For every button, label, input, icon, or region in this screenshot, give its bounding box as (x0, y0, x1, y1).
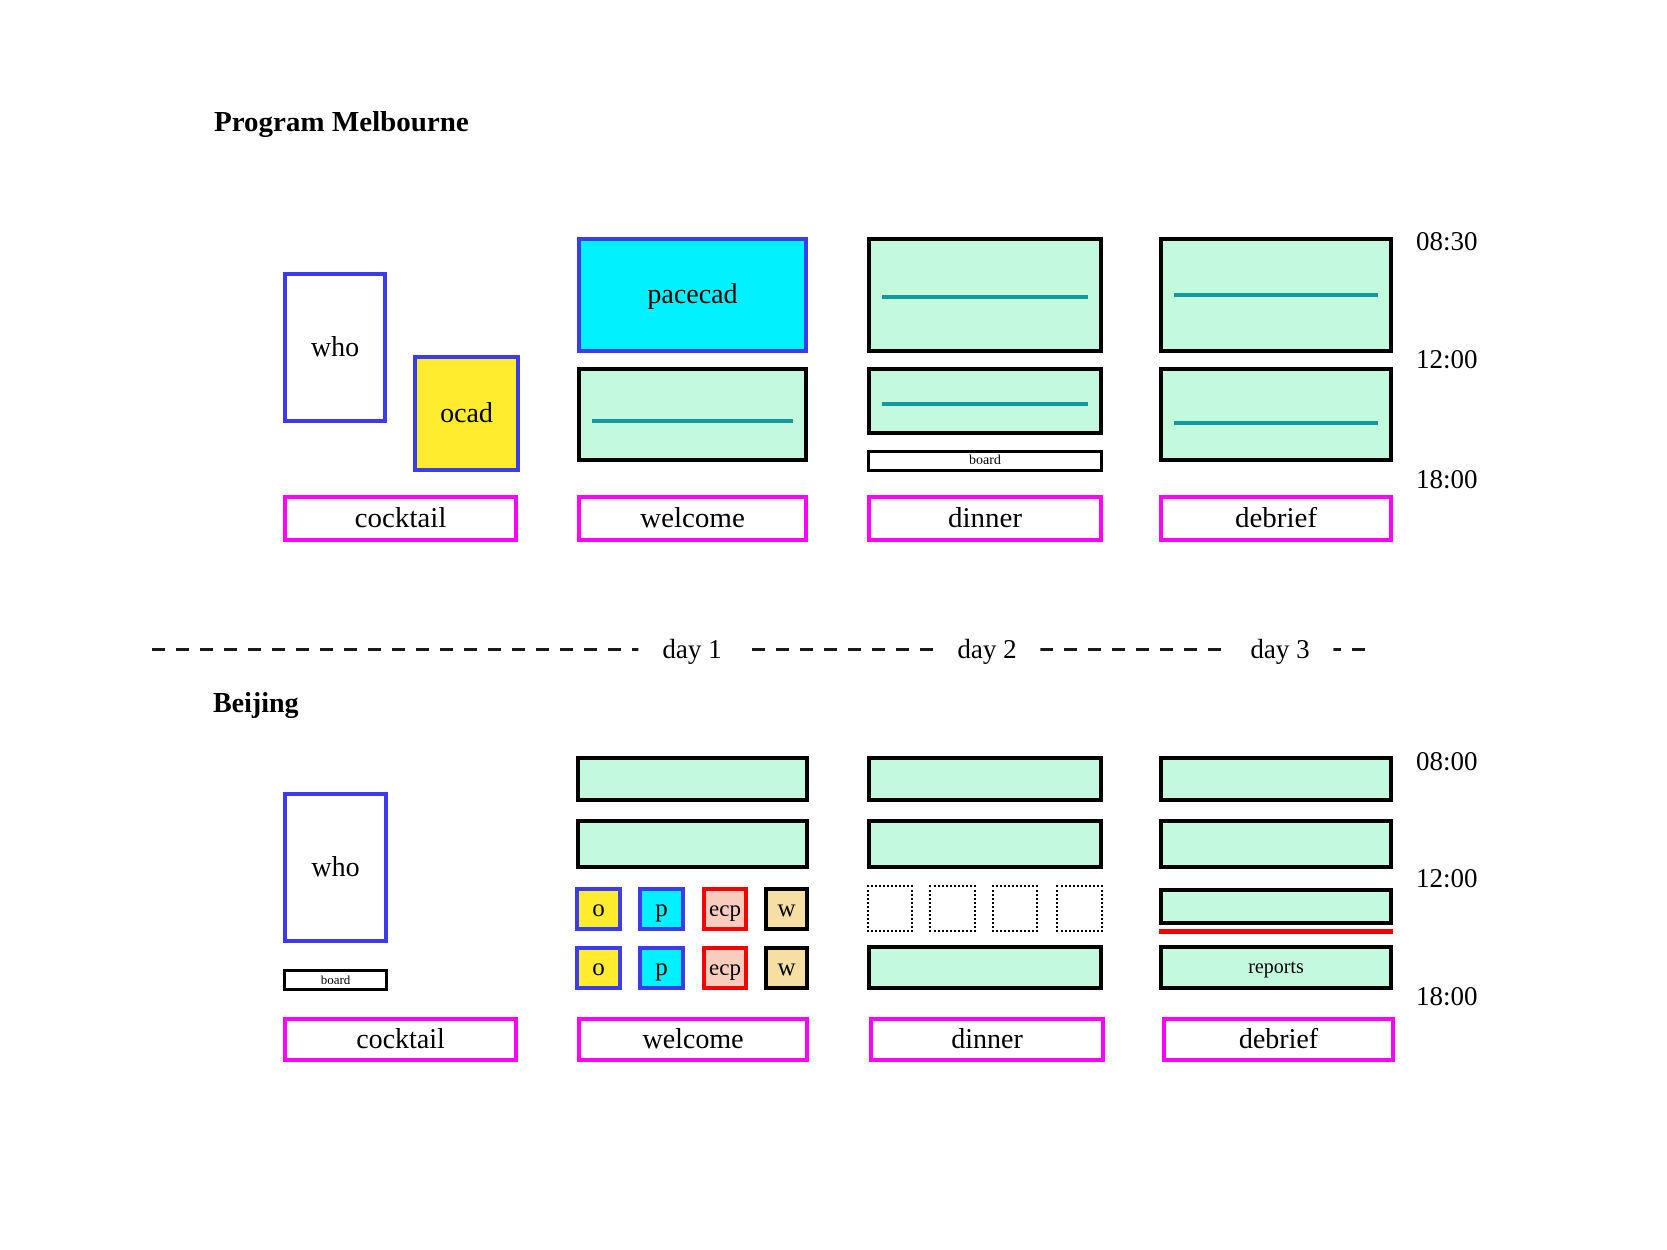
board-box-beijing: board (283, 969, 388, 991)
event-label-dinner-beijing: dinner (869, 1017, 1105, 1062)
who-box-label: who (310, 331, 360, 363)
ocad-box-label: ocad (440, 397, 493, 429)
day-label-3: day 3 (1226, 634, 1334, 665)
time-label-1800-melbourne: 18:00 (1416, 464, 1478, 494)
event-label-text: dinner (951, 1023, 1023, 1055)
board-box-label: board (969, 453, 1001, 468)
workshop-box-ecp-2: ecp (702, 946, 748, 990)
workshop-label-p: p (655, 954, 668, 981)
pacecad-box-label: pacecad (647, 279, 738, 310)
day-label-2: day 2 (933, 634, 1041, 665)
session-box-dinner-pm (867, 367, 1103, 435)
session-box-bj-debrief-2 (1159, 819, 1393, 869)
workshop-box-o-1: o (575, 887, 622, 931)
workshop-label-p: p (655, 895, 668, 922)
workshop-box-o-2: o (575, 946, 622, 990)
session-box-bj-dinner-3 (867, 945, 1103, 990)
workshop-label-ecp: ecp (709, 955, 741, 980)
workshop-box-p-2: p (638, 946, 685, 990)
time-label-1800-beijing: 18:00 (1416, 981, 1478, 1011)
event-label-welcome-melbourne: welcome (577, 495, 808, 542)
event-label-text: welcome (642, 1023, 744, 1055)
session-box-bj-dinner-2 (867, 819, 1103, 869)
session-box-dinner-am (867, 237, 1103, 353)
board-box-melbourne: board (867, 450, 1103, 472)
event-label-text: cocktail (354, 502, 447, 534)
session-box-bj-welcome-2 (576, 819, 809, 869)
session-line (592, 419, 793, 423)
workshop-label-w: w (777, 895, 796, 922)
placeholder-slot-3 (992, 885, 1038, 932)
session-box-bj-debrief-1 (1159, 756, 1393, 802)
time-label-0830: 08:30 (1416, 226, 1478, 256)
session-box-welcome-pm (577, 367, 808, 462)
workshop-label-o: o (592, 954, 605, 981)
event-label-cocktail-melbourne: cocktail (283, 495, 518, 542)
time-label-1200-beijing: 12:00 (1416, 863, 1478, 893)
workshop-label-o: o (592, 895, 605, 922)
session-line (882, 295, 1088, 299)
event-label-text: debrief (1234, 502, 1318, 534)
day-label-1: day 1 (638, 634, 746, 665)
placeholder-slot-4 (1056, 885, 1103, 932)
event-label-debrief-beijing: debrief (1162, 1017, 1395, 1062)
event-label-debrief-melbourne: debrief (1159, 495, 1393, 542)
event-label-cocktail-beijing: cocktail (283, 1017, 518, 1062)
session-box-bj-debrief-3 (1159, 888, 1393, 925)
ocad-box: ocad (413, 355, 520, 472)
event-label-welcome-beijing: welcome (577, 1017, 809, 1062)
time-label-1200-melbourne: 12:00 (1416, 344, 1478, 374)
who-box: who (283, 272, 387, 423)
session-box-bj-dinner-1 (867, 756, 1103, 802)
who-box-label: who (311, 851, 360, 883)
red-underline (1159, 929, 1393, 934)
reports-box-label: reports (1248, 956, 1304, 978)
session-line (882, 402, 1088, 406)
workshop-label-w: w (777, 954, 796, 981)
event-label-text: dinner (947, 502, 1023, 534)
event-label-text: welcome (640, 502, 745, 534)
workshop-box-p-1: p (638, 887, 685, 931)
session-line (1174, 293, 1378, 297)
placeholder-slot-2 (929, 885, 976, 932)
workshop-box-ecp-1: ecp (702, 887, 748, 931)
workshop-box-w-2: w (764, 946, 809, 990)
melbourne-section-title: Program Melbourne (214, 106, 469, 138)
session-box-debrief-am (1159, 237, 1393, 353)
event-label-text: cocktail (356, 1023, 445, 1055)
workshop-box-w-1: w (764, 887, 809, 931)
reports-box: reports (1159, 945, 1393, 990)
time-label-0800: 08:00 (1416, 746, 1478, 776)
session-line (1174, 421, 1378, 425)
session-box-bj-welcome-1 (576, 756, 809, 802)
event-label-text: debrief (1238, 1023, 1319, 1055)
who-box-beijing: who (283, 792, 388, 943)
session-box-debrief-pm (1159, 367, 1393, 462)
board-box-label: board (320, 972, 351, 987)
day-axis-dashed-line (152, 648, 1368, 651)
workshop-label-ecp: ecp (709, 896, 741, 921)
beijing-section-title: Beijing (213, 688, 299, 719)
placeholder-slot-1 (867, 885, 913, 932)
pacecad-box: pacecad (577, 237, 808, 353)
event-label-dinner-melbourne: dinner (867, 495, 1103, 542)
